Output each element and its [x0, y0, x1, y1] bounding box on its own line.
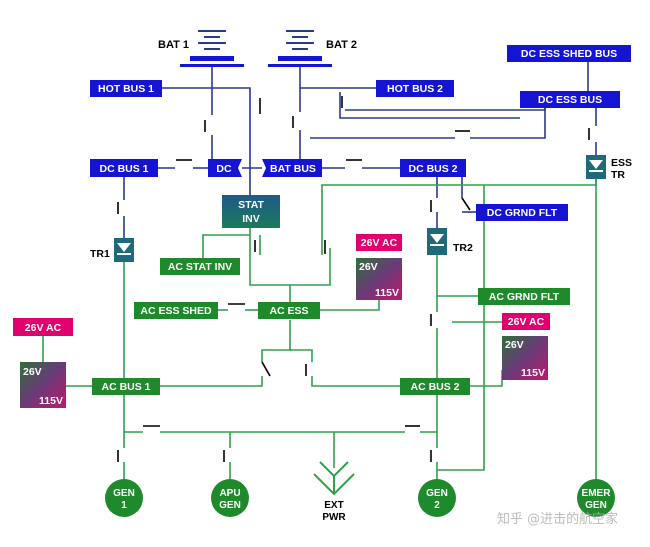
tr2-label: TR2: [453, 242, 473, 254]
svg-text:BAT BUS: BAT BUS: [270, 163, 316, 175]
svg-text:115V: 115V: [521, 367, 545, 379]
gen-1[interactable]: GEN 1: [105, 479, 143, 517]
svg-text:115V: 115V: [375, 287, 399, 299]
gen-2[interactable]: GEN 2: [418, 479, 456, 517]
ess-tr-unit[interactable]: ESS TR: [586, 155, 632, 181]
svg-text:AC ESS: AC ESS: [269, 305, 308, 317]
dc-ess-bus[interactable]: DC ESS BUS: [520, 91, 620, 108]
static-inverter[interactable]: STAT INV: [222, 195, 280, 228]
ext-pwr-label-2: PWR: [322, 512, 346, 523]
transformer-26v-right[interactable]: 26V AC 26V 115V: [502, 313, 550, 380]
battery-2: BAT 2: [268, 30, 357, 67]
transformer-26v-center[interactable]: 26V AC 26V 115V: [356, 234, 402, 300]
svg-text:DC BUS 1: DC BUS 1: [99, 163, 148, 175]
ac-stat-inv-bus[interactable]: AC STAT INV: [160, 258, 240, 275]
hot-bus-1[interactable]: HOT BUS 1: [90, 80, 162, 97]
svg-text:2: 2: [434, 500, 440, 511]
svg-text:APU: APU: [219, 488, 240, 499]
dc-ess-shed-bus[interactable]: DC ESS SHED BUS: [507, 45, 631, 62]
hot-bus-2[interactable]: HOT BUS 2: [376, 80, 454, 97]
svg-text:STAT: STAT: [238, 199, 264, 211]
svg-text:26V: 26V: [505, 339, 524, 351]
svg-text:GEN: GEN: [113, 488, 135, 499]
tr2-unit[interactable]: TR2: [427, 228, 473, 255]
ac-ess-shed-bus[interactable]: AC ESS SHED: [134, 302, 218, 319]
ac-bus-1[interactable]: AC BUS 1: [92, 378, 160, 395]
battery-1: BAT 1: [158, 30, 244, 67]
svg-text:DC BUS 2: DC BUS 2: [408, 163, 457, 175]
svg-text:DC GRND FLT: DC GRND FLT: [487, 207, 558, 219]
svg-text:26V AC: 26V AC: [361, 237, 398, 249]
emer-gen[interactable]: EMER GEN: [577, 479, 615, 517]
svg-text:GEN: GEN: [585, 500, 607, 511]
ext-pwr[interactable]: EXT PWR: [313, 461, 355, 523]
svg-text:DC: DC: [216, 163, 232, 175]
transformer-26v-left[interactable]: 26V AC 26V 115V: [13, 318, 73, 408]
svg-text:EMER: EMER: [582, 488, 612, 499]
svg-text:DC ESS BUS: DC ESS BUS: [538, 94, 602, 106]
dc-tie-bus[interactable]: DC: [208, 159, 242, 177]
svg-text:115V: 115V: [39, 395, 63, 407]
svg-text:GEN: GEN: [426, 488, 448, 499]
svg-text:DC ESS SHED BUS: DC ESS SHED BUS: [521, 48, 617, 60]
ext-pwr-label-1: EXT: [324, 500, 343, 511]
svg-text:HOT BUS 1: HOT BUS 1: [98, 83, 154, 95]
svg-text:AC BUS 1: AC BUS 1: [101, 381, 150, 393]
svg-text:AC ESS SHED: AC ESS SHED: [140, 305, 212, 317]
dc-bus-1[interactable]: DC BUS 1: [90, 159, 158, 177]
svg-text:AC GRND FLT: AC GRND FLT: [489, 291, 560, 303]
ac-ess-bus[interactable]: AC ESS: [258, 302, 320, 319]
tr2-diode-icon: [430, 234, 444, 243]
tr1-diode-icon: [117, 243, 131, 252]
dc-wiring: [123, 62, 597, 238]
svg-text:1: 1: [121, 500, 127, 511]
bat-bus[interactable]: BAT BUS: [262, 159, 322, 177]
ess-tr-diode-icon: [589, 160, 603, 169]
watermark-text: 知乎 @进击的航空家: [497, 511, 618, 527]
tr1-label: TR1: [90, 248, 110, 260]
svg-text:26V AC: 26V AC: [25, 322, 62, 334]
svg-text:INV: INV: [242, 213, 260, 225]
ac-wiring: [42, 172, 597, 480]
svg-text:AC STAT INV: AC STAT INV: [168, 261, 232, 273]
svg-text:26V: 26V: [23, 366, 42, 378]
ess-tr-label-1: ESS: [611, 157, 632, 169]
svg-text:HOT BUS 2: HOT BUS 2: [387, 83, 443, 95]
ess-tr-label-2: TR: [611, 169, 625, 181]
svg-text:26V AC: 26V AC: [508, 316, 545, 328]
dc-grnd-flt-bus[interactable]: DC GRND FLT: [476, 204, 568, 221]
apu-gen[interactable]: APU GEN: [211, 479, 249, 517]
bat-2-label: BAT 2: [326, 39, 357, 51]
tr1-unit[interactable]: TR1: [90, 238, 134, 262]
ac-grnd-flt-bus[interactable]: AC GRND FLT: [478, 288, 570, 305]
svg-text:GEN: GEN: [219, 500, 241, 511]
dc-bus-2[interactable]: DC BUS 2: [400, 159, 466, 177]
svg-text:26V: 26V: [359, 261, 378, 273]
ext-pwr-plug-icon: [313, 461, 355, 496]
svg-text:AC BUS 2: AC BUS 2: [410, 381, 459, 393]
ac-bus-2[interactable]: AC BUS 2: [400, 378, 470, 395]
bat-1-label: BAT 1: [158, 39, 189, 51]
contactors: [117, 96, 590, 462]
